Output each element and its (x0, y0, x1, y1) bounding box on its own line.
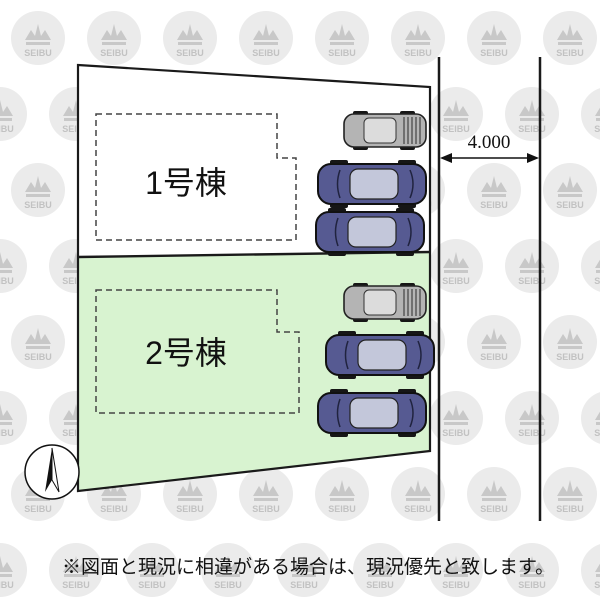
building-1-label: 1号棟 (145, 165, 227, 201)
car-1 (343, 110, 427, 151)
car-3 (315, 207, 425, 257)
dimension-label: 4.000 (468, 132, 511, 153)
car-6 (317, 388, 427, 438)
road (437, 57, 542, 521)
building-2-outline (95, 289, 300, 414)
dimension-arrow (440, 153, 539, 163)
disclaimer-note: ※図面と現況に相違がある場合は、現況優先と致します。 (62, 556, 554, 578)
building-2-label: 2号棟 (145, 335, 227, 371)
dimension-annotation: 4.000 (440, 132, 539, 163)
compass-needle (45, 448, 52, 492)
car-2 (317, 159, 427, 209)
building-1-outline (95, 113, 297, 241)
car-4 (343, 282, 427, 323)
parcel-boundary (76, 63, 432, 493)
compass (24, 444, 80, 500)
car-5 (325, 330, 435, 380)
